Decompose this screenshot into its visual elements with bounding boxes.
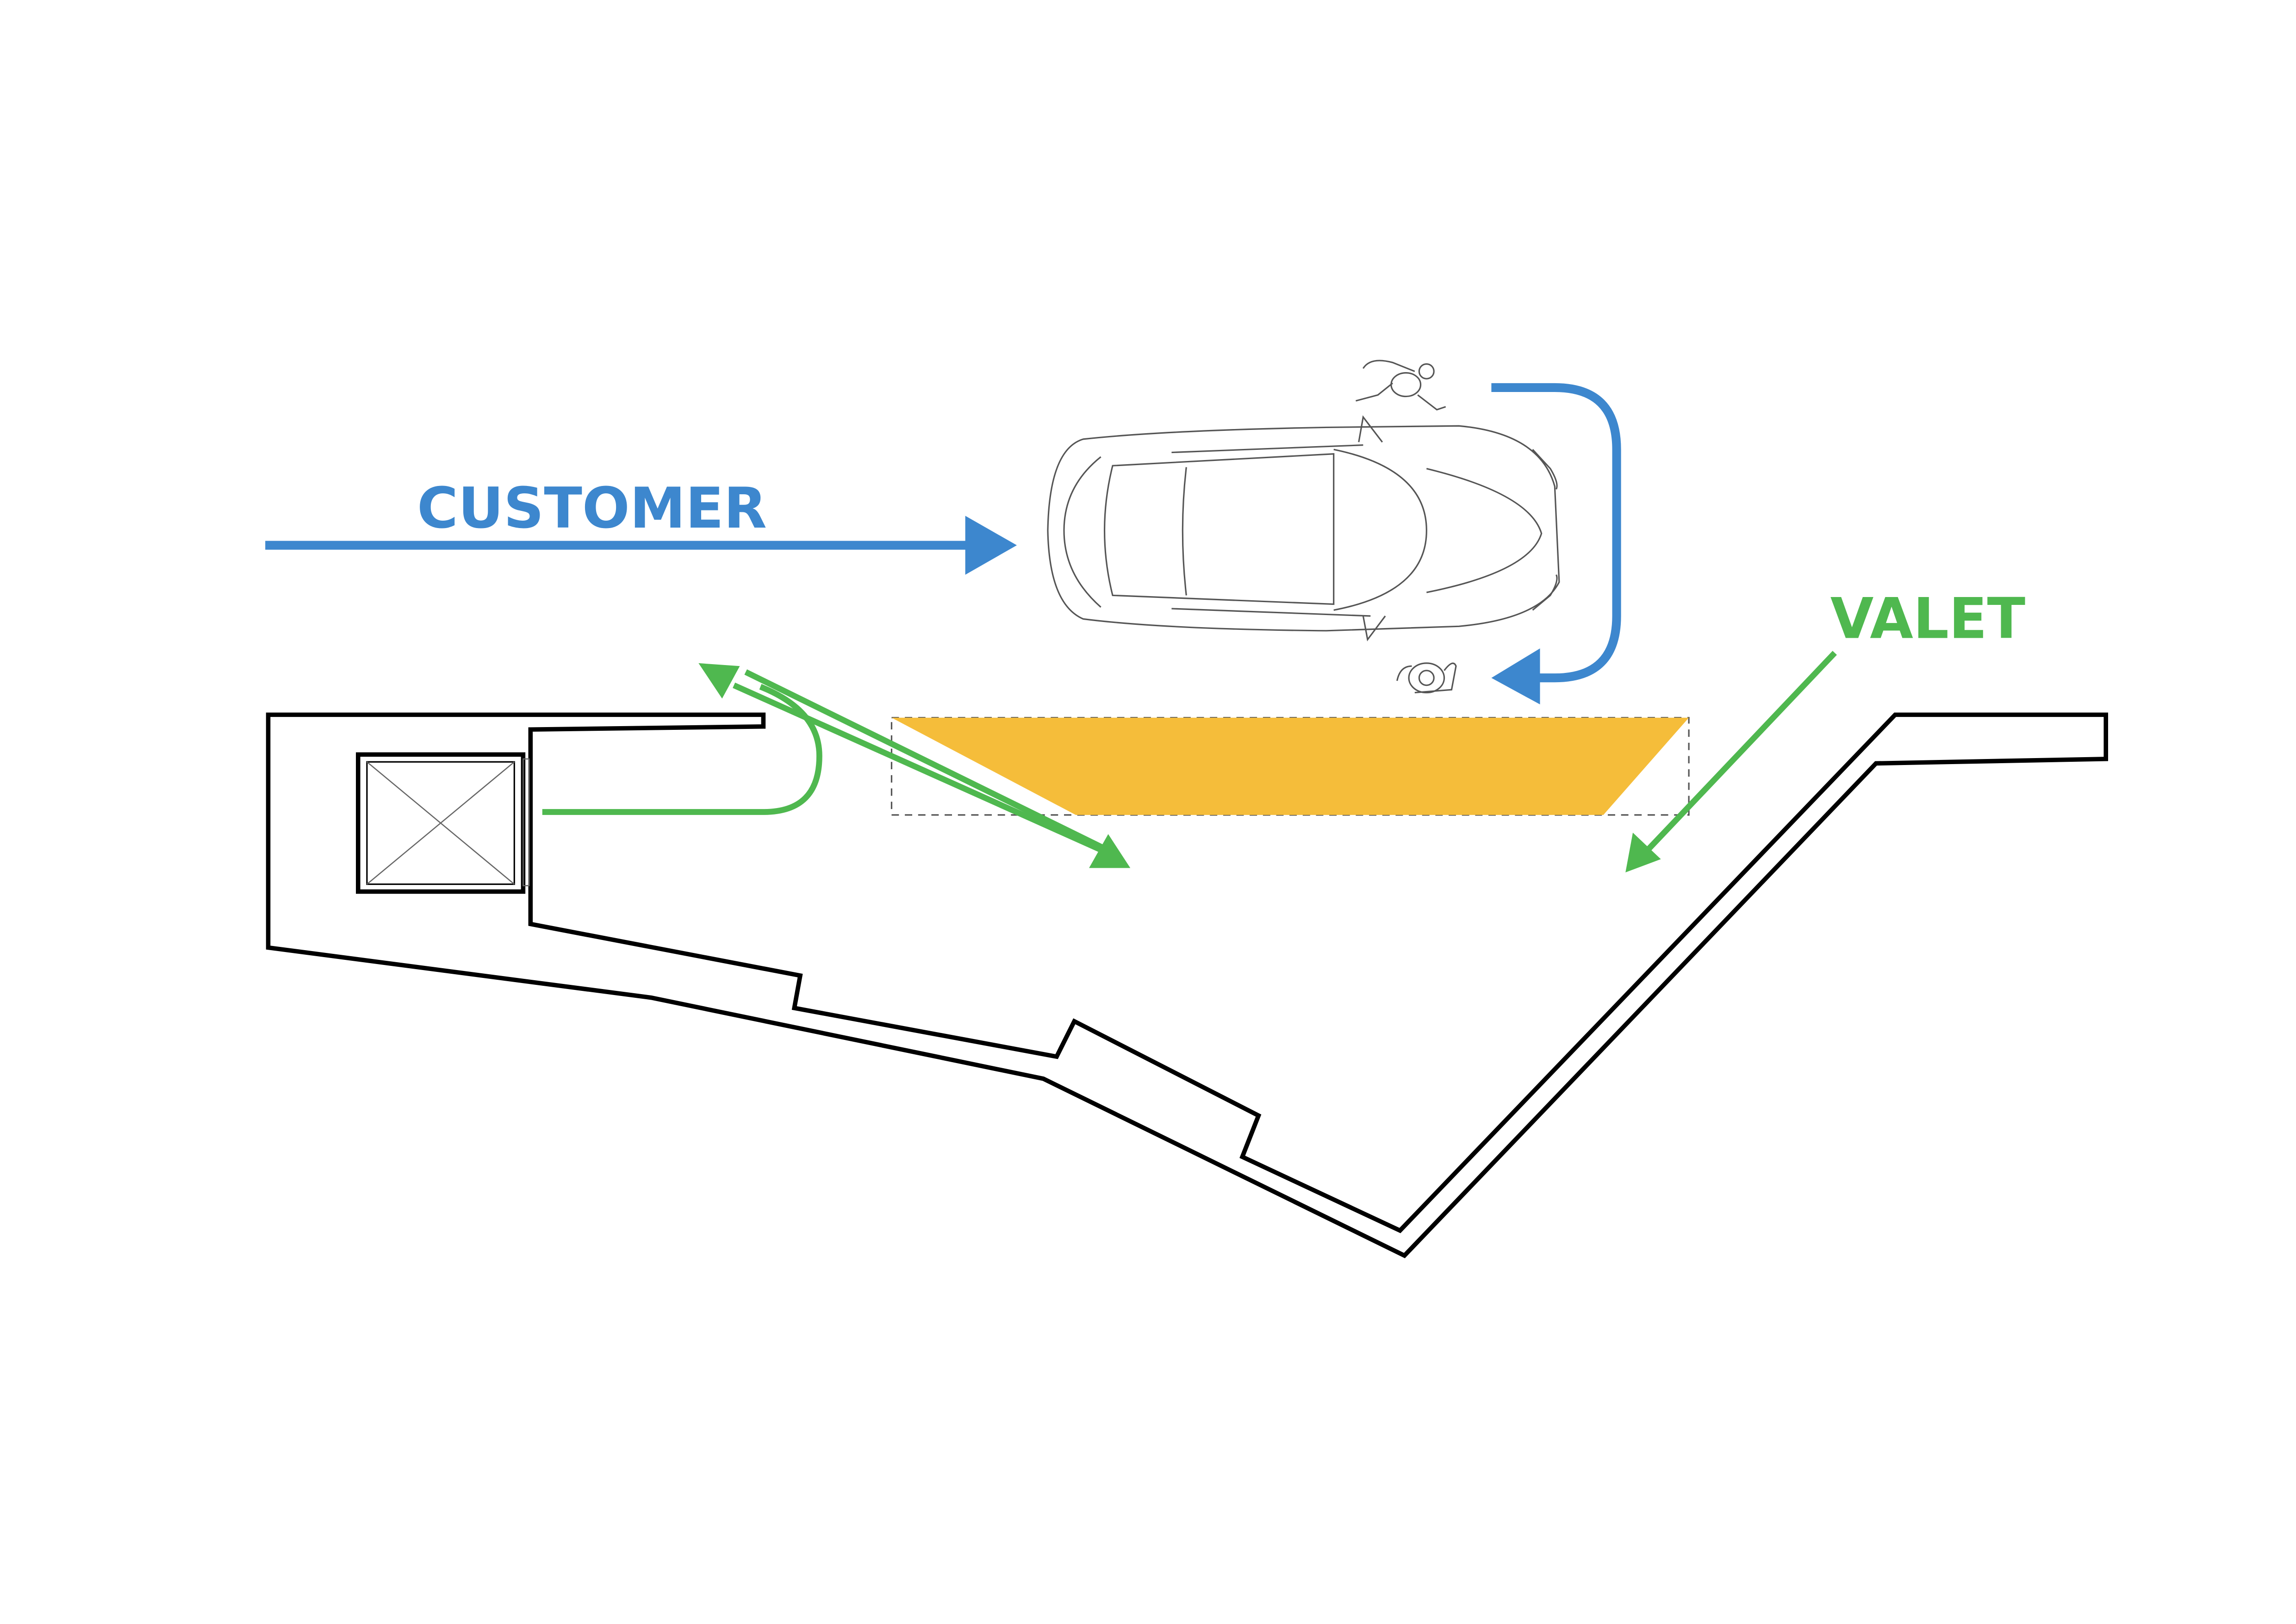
valet-label-arrow-head [1625,833,1661,873]
person-top [1356,360,1446,411]
valet-label-arrow-line [1641,651,1837,857]
car-windshield-front [1333,448,1427,611]
car-mirror-left [1532,449,1558,490]
person-icon [1356,360,1457,694]
elevator-icon [355,752,530,894]
car-icon [1047,415,1560,641]
elevator-car [366,761,515,885]
valet-arrow-up-line [733,682,1107,855]
person-bottom [1396,662,1457,694]
customer-return-arrow [1491,383,1621,683]
valet-arrow-head-down [1089,834,1131,868]
drop-off-zone [890,717,1690,816]
car-hood [1426,468,1543,593]
building-wall-left [266,712,2109,1258]
elevator-door [523,758,530,886]
valet-arrow-down-line [744,669,1113,855]
customer-return-arrow-head [1491,648,1540,705]
car-windshield-rear [1182,467,1187,596]
car-mirror-right [1532,574,1558,611]
valet-arrow-head-up [698,663,740,699]
car-door-open-bottom [1362,616,1386,641]
car-body [1047,425,1560,632]
building-outline [266,712,2109,1258]
car-side-line-bottom [1171,608,1371,617]
customer-flow: CUSTOMER [265,383,1621,705]
customer-arrow-head [965,516,1017,575]
zone-fill [891,717,1689,815]
valet-arrow-heads [698,663,1661,873]
car-roof [1104,453,1335,605]
car-trunk [1063,456,1101,608]
valet-elevator-path [542,684,822,815]
valet-label: VALET [1830,586,2025,652]
valet-flow [542,651,1837,857]
car-side-line-top [1171,444,1363,454]
customer-label: CUSTOMER [417,476,767,541]
car-door-open-top [1358,415,1383,443]
